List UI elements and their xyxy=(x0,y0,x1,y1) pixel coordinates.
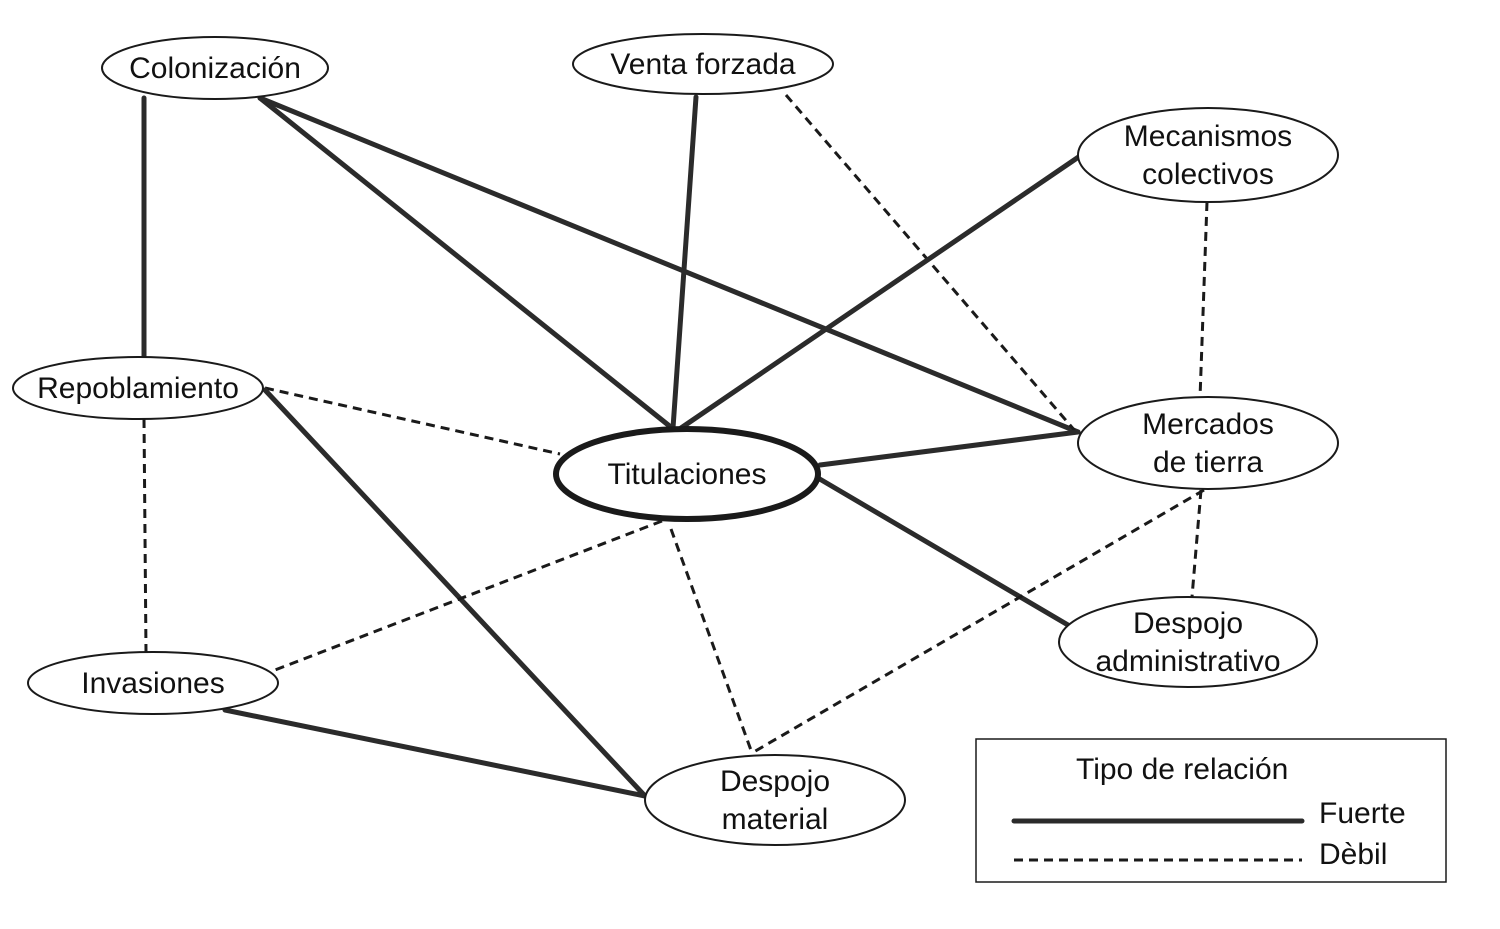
node-label-despojo_mat-1: material xyxy=(722,803,829,836)
node-titulaciones: Titulaciones xyxy=(553,426,821,522)
node-label-colonizacion-0: Colonización xyxy=(129,52,301,85)
edge-titulaciones-despojo_mat xyxy=(669,528,754,754)
node-ellipse-colonizacion xyxy=(101,36,329,100)
node-label-despojo_adm-1: administrativo xyxy=(1095,645,1280,678)
node-label-venta-0: Venta forzada xyxy=(610,48,795,81)
edge-colonizacion-titulaciones xyxy=(257,95,675,431)
legend-box xyxy=(975,738,1447,883)
node-ellipse-venta xyxy=(572,33,834,95)
node-label-mecanismos-0: Mecanismos xyxy=(1124,120,1292,153)
edge-titulaciones-despojo_adm xyxy=(815,475,1071,628)
edge-mercados-despojo_adm xyxy=(1190,489,1203,598)
edge-mercados-despojo_mat xyxy=(751,488,1205,755)
edge-repoblamiento-invasiones xyxy=(142,418,148,653)
edges-layer xyxy=(141,94,1209,799)
edge-invasiones-despojo_mat xyxy=(222,707,648,799)
node-colonizacion: Colonización xyxy=(101,36,329,100)
node-label-despojo_mat-0: Despojo xyxy=(720,765,830,798)
legend-weak-label: Dèbil xyxy=(1319,838,1387,871)
legend-strong-label: Fuerte xyxy=(1319,797,1406,830)
legend: Tipo de relación Fuerte Dèbil xyxy=(975,738,1447,883)
edge-mecanismos-mercados xyxy=(1198,201,1209,399)
node-label-titulaciones-0: Titulaciones xyxy=(608,458,767,491)
edge-repoblamiento-despojo_mat xyxy=(262,387,648,799)
edge-colonizacion-mercados xyxy=(257,95,1081,435)
node-label-mecanismos-1: colectivos xyxy=(1142,158,1274,191)
node-ellipse-mecanismos xyxy=(1077,107,1339,203)
node-ellipse-despojo_mat xyxy=(644,754,906,846)
edge-titulaciones-mercados xyxy=(817,429,1081,468)
node-ellipse-mercados xyxy=(1077,396,1339,490)
node-mercados: Mercados de tierra xyxy=(1077,396,1339,490)
edge-mecanismos-titulaciones xyxy=(678,153,1083,431)
node-label-despojo_adm-0: Despojo xyxy=(1133,607,1243,640)
edge-venta-mercados xyxy=(784,94,1078,433)
node-invasiones: Invasiones xyxy=(27,651,279,715)
node-mecanismos: Mecanismos colectivos xyxy=(1077,107,1339,203)
node-label-mercados-0: Mercados xyxy=(1142,408,1274,441)
node-label-repoblamiento-0: Repoblamiento xyxy=(37,372,239,405)
node-repoblamiento: Repoblamiento xyxy=(12,356,264,420)
node-ellipse-invasiones xyxy=(27,651,279,715)
node-ellipse-despojo_adm xyxy=(1058,596,1318,688)
node-label-mercados-1: de tierra xyxy=(1153,446,1263,479)
node-ellipse-titulaciones xyxy=(553,426,821,522)
node-despojo_mat: Despojo material xyxy=(644,754,906,846)
node-label-invasiones-0: Invasiones xyxy=(81,667,224,700)
legend-title: Tipo de relación xyxy=(1076,753,1288,786)
node-venta: Venta forzada xyxy=(572,33,834,95)
edge-venta-titulaciones xyxy=(670,94,699,431)
edge-repoblamiento-titulaciones xyxy=(264,386,561,456)
node-ellipse-repoblamiento xyxy=(12,356,264,420)
edge-titulaciones-invasiones xyxy=(274,519,663,672)
node-despojo_adm: Despojo administrativo xyxy=(1058,596,1318,688)
